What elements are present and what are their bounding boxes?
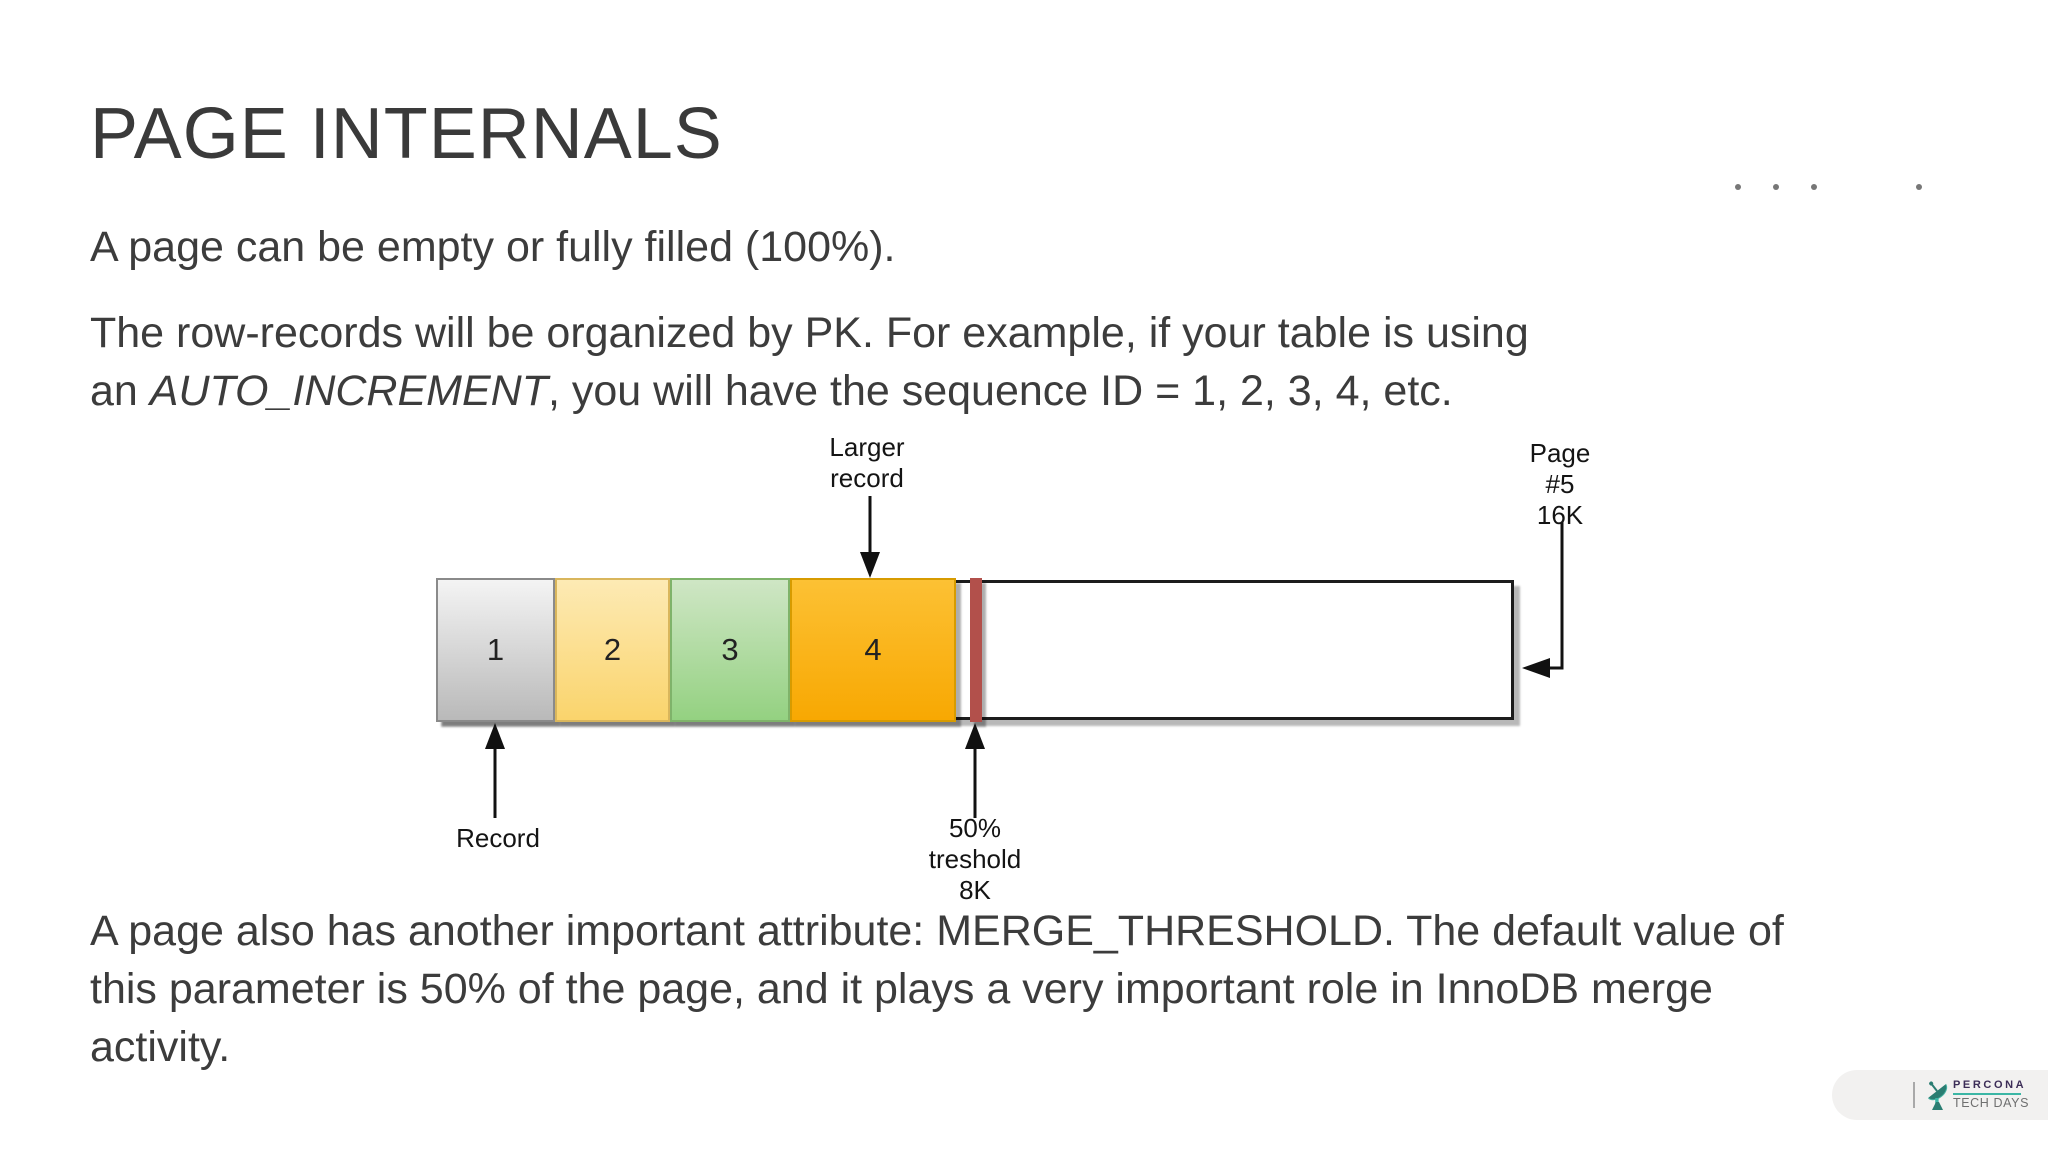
deck-dot bbox=[1773, 184, 1779, 190]
deck-dot bbox=[1735, 184, 1741, 190]
logo-divider bbox=[1913, 1082, 1915, 1108]
page-5-16k-label: Page #5 16K bbox=[1529, 438, 1591, 530]
threshold-label: 50% treshold 8K bbox=[928, 813, 1022, 905]
record-block-4-label: 4 bbox=[864, 632, 882, 667]
larger-record-label: Larger record bbox=[829, 432, 905, 493]
paragraph-merge-threshold-line3: activity. bbox=[90, 1023, 231, 1071]
deck-dot bbox=[1811, 184, 1817, 190]
record-block-1: 1 bbox=[436, 578, 555, 722]
paragraph-page-filled: A page can be empty or fully filled (100… bbox=[90, 223, 896, 271]
paragraph-row-records-line2: an AUTO_INCREMENT, you will have the seq… bbox=[90, 362, 1529, 420]
record-block-3: 3 bbox=[670, 578, 790, 722]
record-block-2: 2 bbox=[555, 578, 670, 722]
arrowhead-left-icon bbox=[1522, 658, 1550, 678]
line2-suffix: , you will have the sequence ID = 1, 2, … bbox=[547, 367, 1453, 415]
logo-teal-rule bbox=[1953, 1093, 2021, 1095]
page-title: PAGE INTERNALS bbox=[90, 94, 723, 174]
arrowhead-down-icon bbox=[860, 552, 880, 578]
percona-logo-text: PERCONA TECH DAYS bbox=[1953, 1079, 2029, 1110]
percona-brand-text: PERCONA bbox=[1953, 1079, 2027, 1091]
record-label: Record bbox=[456, 823, 540, 853]
arrowhead-up-icon bbox=[485, 723, 505, 749]
paragraph-row-records-line1: The row-records will be organized by PK.… bbox=[90, 309, 1529, 357]
paragraph-merge-threshold-line1: A page also has another important attrib… bbox=[90, 907, 1784, 955]
paragraph-row-records: The row-records will be organized by PK.… bbox=[90, 304, 1529, 420]
record-block-3-label: 3 bbox=[721, 632, 739, 667]
percona-dish-icon bbox=[1927, 1081, 1948, 1110]
record-block-1-label: 1 bbox=[486, 632, 505, 667]
paragraph-merge-threshold: A page also has another important attrib… bbox=[90, 902, 1784, 1076]
deck-dot bbox=[1916, 184, 1922, 190]
merge-threshold-marker bbox=[970, 578, 982, 722]
arrowhead-up-icon bbox=[965, 723, 985, 749]
percona-logo-pill: PERCONA TECH DAYS bbox=[1832, 1070, 2048, 1120]
line2-prefix: an bbox=[90, 367, 150, 415]
paragraph-merge-threshold-line2: this parameter is 50% of the page, and i… bbox=[90, 965, 1713, 1013]
page-rectangle bbox=[436, 580, 1514, 720]
record-block-2-label: 2 bbox=[603, 632, 622, 667]
record-block-4: 4 bbox=[790, 578, 956, 722]
tech-days-text: TECH DAYS bbox=[1953, 1096, 2030, 1110]
auto-increment-keyword: AUTO_INCREMENT bbox=[149, 367, 548, 415]
